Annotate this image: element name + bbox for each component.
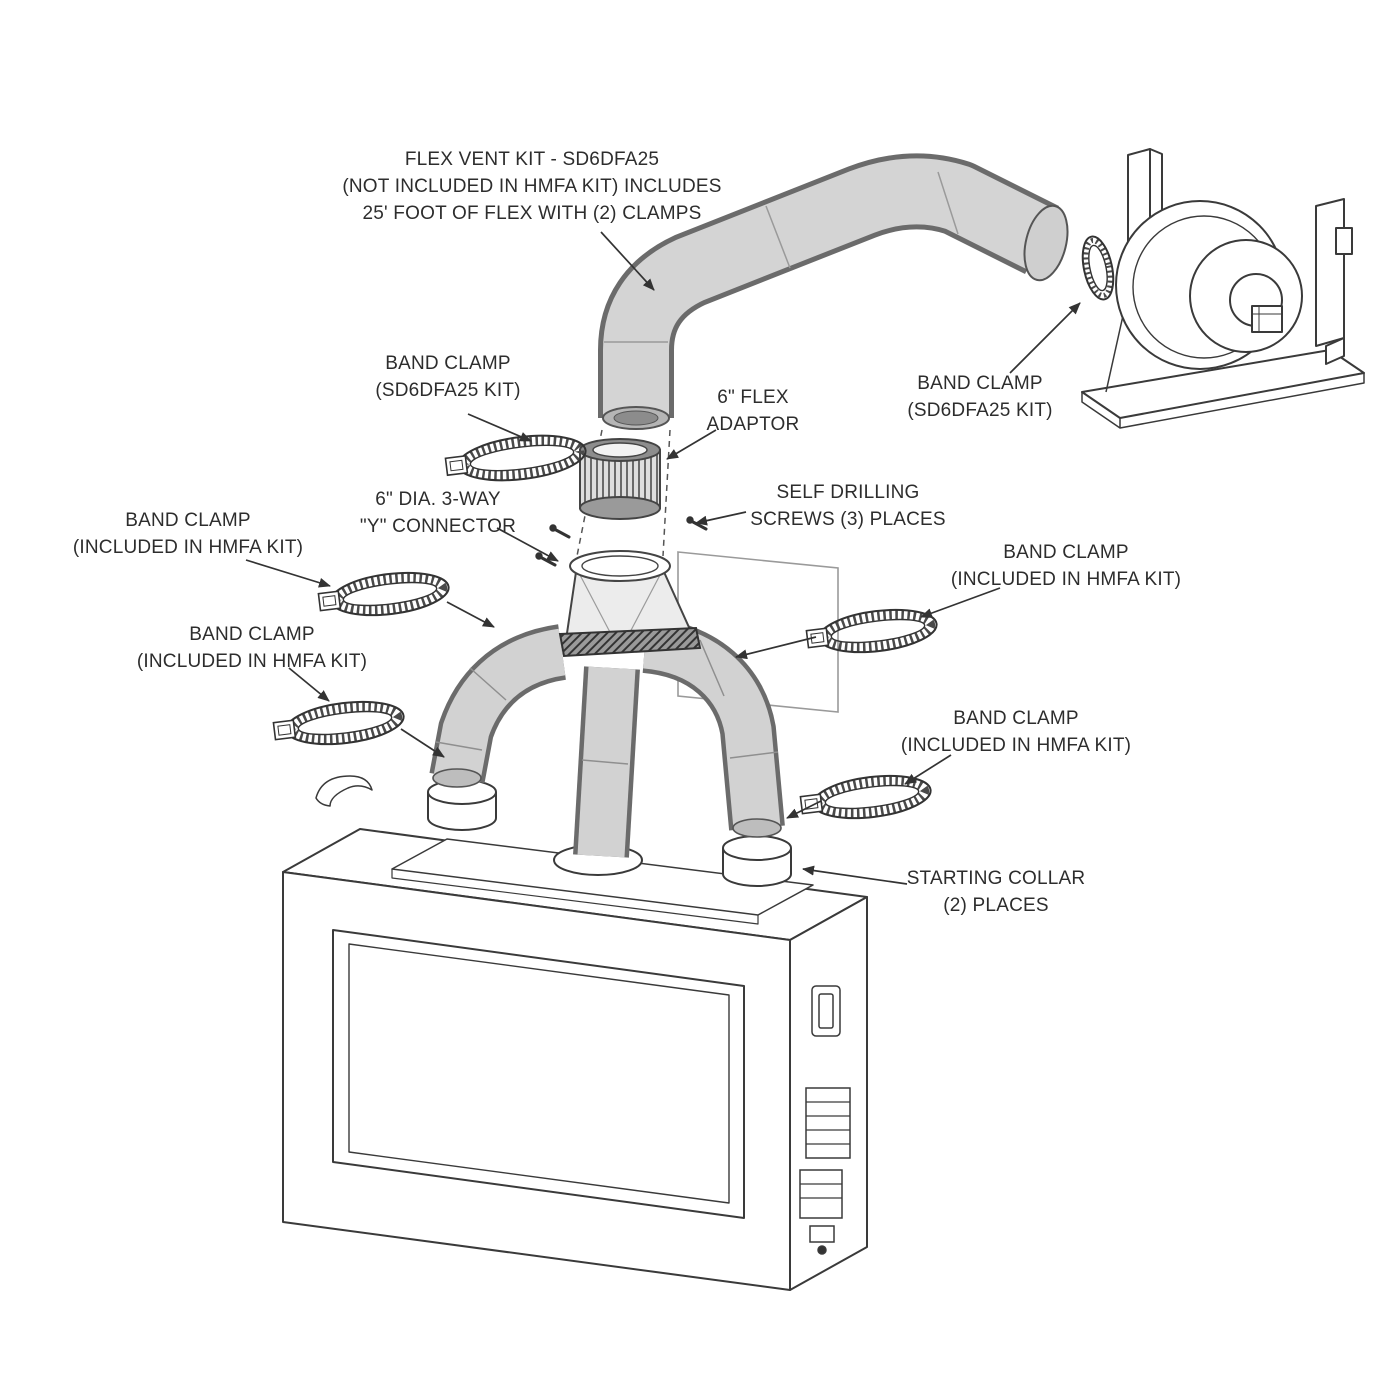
label-line: (INCLUDED IN HMFA KIT) xyxy=(900,734,1132,756)
label-line: (INCLUDED IN HMFA KIT) xyxy=(72,536,304,558)
label-line: BAND CLAMP xyxy=(917,373,1043,394)
label-line: 6" FLEX xyxy=(717,387,789,408)
label-y-connector: 6" DIA. 3-WAY "Y" CONNECTOR xyxy=(360,487,516,541)
label-line: (INCLUDED IN HMFA KIT) xyxy=(950,568,1182,590)
label-line: BAND CLAMP xyxy=(953,708,1079,729)
label-line: SELF DRILLING xyxy=(776,482,920,503)
label-line: BAND CLAMP xyxy=(125,510,251,531)
band-clamp-blower xyxy=(1081,235,1115,301)
label-line: ADAPTOR xyxy=(706,413,800,435)
band-clamp-hmfa-left-2 xyxy=(272,700,405,746)
flex-vent-pipe xyxy=(598,153,1069,430)
label-flex-vent-kit: FLEX VENT KIT - SD6DFA25 (NOT INCLUDED I… xyxy=(342,147,721,228)
label-line: BAND CLAMP xyxy=(385,353,511,374)
label-line: "Y" CONNECTOR xyxy=(359,515,517,537)
starting-collars xyxy=(427,779,792,887)
label-line: (INCLUDED IN HMFA KIT) xyxy=(136,650,368,672)
label-band-clamp-sd6-left: BAND CLAMP (SD6DFA25 KIT) xyxy=(375,351,520,405)
label-line: FLEX VENT KIT - SD6DFA25 xyxy=(404,149,660,170)
label-line: (SD6DFA25 KIT) xyxy=(375,379,521,401)
flex-adaptor-part xyxy=(579,438,661,520)
label-line: BAND CLAMP xyxy=(1003,542,1129,563)
band-clamp-hmfa-left-1 xyxy=(317,571,450,617)
band-clamp-sd6-left xyxy=(444,434,587,482)
callout-arrows xyxy=(245,231,1081,885)
label-flex-adaptor: 6" FLEX ADAPTOR xyxy=(707,385,800,439)
label-band-clamp-sd6-right: BAND CLAMP (SD6DFA25 KIT) xyxy=(907,371,1052,425)
label-line: (NOT INCLUDED IN HMFA KIT) INCLUDES xyxy=(342,175,722,197)
fireplace-side-panels xyxy=(799,985,851,1255)
label-band-clamp-hmfa-right-2: BAND CLAMP (INCLUDED IN HMFA KIT) xyxy=(901,706,1131,760)
label-starting-collar: STARTING COLLAR (2) PLACES xyxy=(907,866,1086,920)
y-connector-part xyxy=(558,550,702,658)
label-line: SCREWS (3) PLACES xyxy=(750,508,946,530)
label-band-clamp-hmfa-left-2: BAND CLAMP (INCLUDED IN HMFA KIT) xyxy=(137,622,367,676)
label-line: BAND CLAMP xyxy=(189,624,315,645)
self-drilling-screws xyxy=(535,516,708,567)
label-line: (2) PLACES xyxy=(943,894,1049,916)
blower-assembly xyxy=(1081,148,1365,429)
label-band-clamp-hmfa-right-1: BAND CLAMP (INCLUDED IN HMFA KIT) xyxy=(951,540,1181,594)
label-band-clamp-hmfa-left-1: BAND CLAMP (INCLUDED IN HMFA KIT) xyxy=(73,508,303,562)
label-line: (SD6DFA25 KIT) xyxy=(907,399,1053,421)
label-self-drilling-screws: SELF DRILLING SCREWS (3) PLACES xyxy=(750,480,946,534)
label-line: 6" DIA. 3-WAY xyxy=(375,489,501,510)
label-line: 25' FOOT OF FLEX WITH (2) CLAMPS xyxy=(362,202,702,224)
label-line: STARTING COLLAR xyxy=(906,868,1086,889)
